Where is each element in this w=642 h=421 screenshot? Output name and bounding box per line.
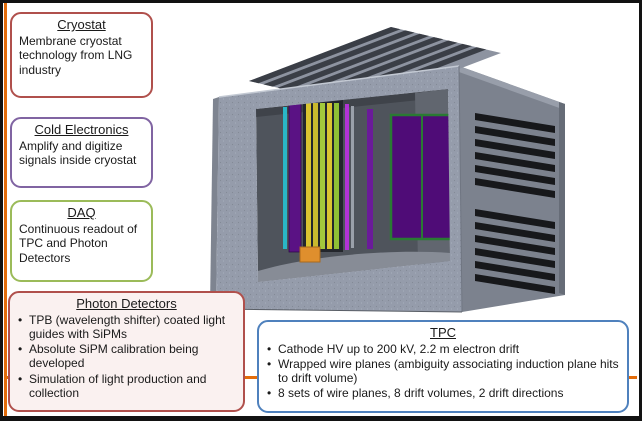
field-cage-strip-magenta [345, 104, 349, 250]
apa-panel-left [288, 103, 302, 253]
vent-louvers-lower [475, 209, 555, 294]
callout-daq-title: DAQ [67, 205, 96, 220]
bullet-item: 8 sets of wire planes, 8 drift volumes, … [267, 386, 623, 400]
callout-photon-detectors: Photon Detectors TPB (wavelength shifter… [8, 291, 245, 412]
callout-daq-body: Continuous readout of TPC and Photon Det… [19, 222, 138, 265]
photon-detector-module [299, 246, 321, 263]
callout-cryostat-title: Cryostat [57, 17, 106, 32]
vent-louvers-upper [475, 113, 555, 198]
apa-panel-right [389, 113, 455, 241]
callout-tpc: TPC Cathode HV up to 200 kV, 2.2 m elect… [257, 320, 629, 413]
interior-detectors [283, 100, 455, 263]
support-post [351, 106, 354, 248]
bullet-item: Cathode HV up to 200 kV, 2.2 m electron … [267, 342, 623, 356]
cathode-strip [367, 109, 373, 249]
photon-detectors-bullet-list: TPB (wavelength shifter) coated light gu… [10, 313, 243, 400]
callout-photon-detectors-title: Photon Detectors [76, 296, 177, 311]
wire-planes [303, 100, 343, 252]
bullet-item: Absolute SiPM calibration being develope… [18, 342, 239, 370]
cryostat-3d-figure [210, 27, 565, 313]
interior-floor [258, 251, 450, 282]
tpc-bullet-list: Cathode HV up to 200 kV, 2.2 m electron … [259, 342, 627, 401]
callout-cryostat-body: Membrane cryostat technology from LNG in… [19, 34, 133, 77]
callout-cold-electronics: Cold Electronics Amplify and digitize si… [10, 117, 153, 188]
front-wall [210, 65, 463, 313]
bullet-item: Wrapped wire planes (ambiguity associati… [267, 357, 623, 385]
callout-tpc-title: TPC [430, 325, 456, 340]
callout-cold-electronics-title: Cold Electronics [34, 122, 129, 137]
field-cage-strip-cyan [283, 107, 287, 249]
left-accent-line [4, 3, 7, 416]
callout-cryostat: Cryostat Membrane cryostat technology fr… [10, 12, 153, 98]
bullet-item: Simulation of light production and colle… [18, 372, 239, 400]
callout-cold-electronics-body: Amplify and digitize signals inside cryo… [19, 139, 137, 168]
callout-daq: DAQ Continuous readout of TPC and Photon… [10, 200, 153, 282]
bullet-item: TPB (wavelength shifter) coated light gu… [18, 313, 239, 341]
